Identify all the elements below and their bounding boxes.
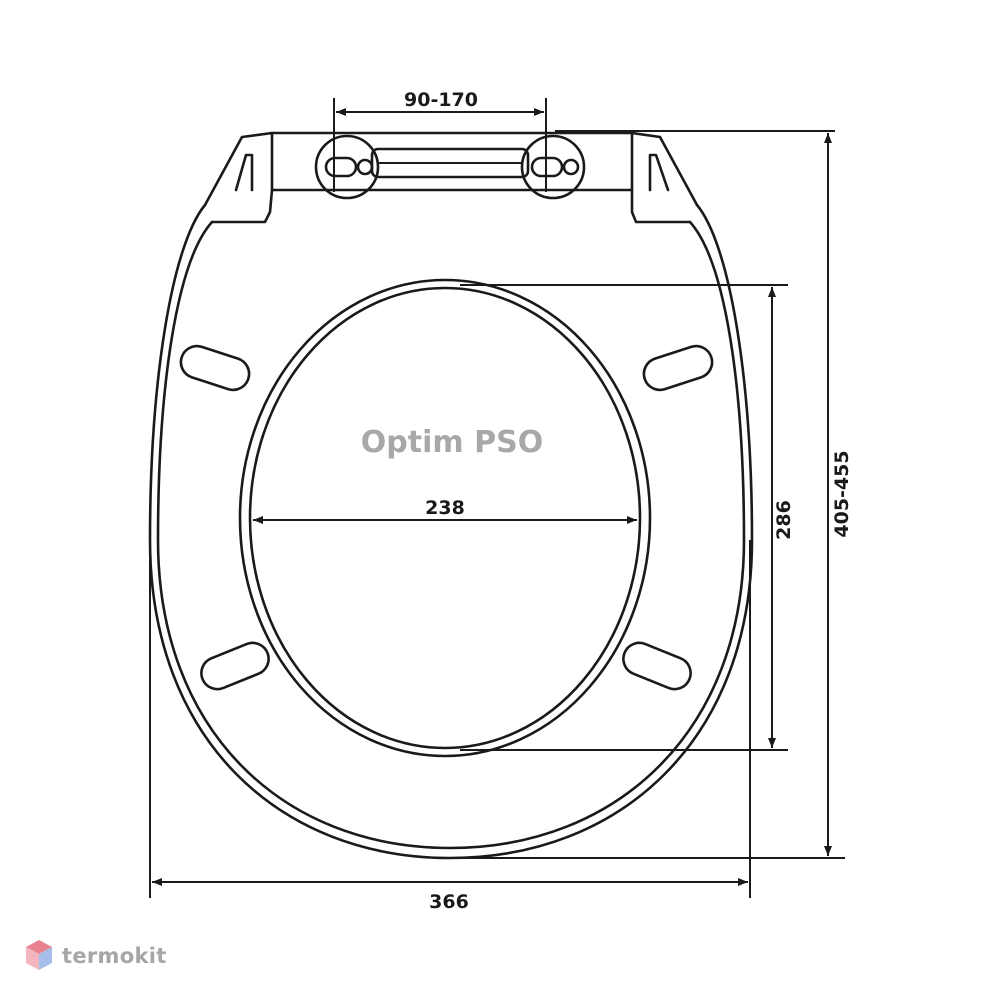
dimension-label-seat-width: 366 bbox=[429, 891, 469, 913]
dimension-label-seat-length: 405-455 bbox=[831, 450, 853, 537]
dimension-opening-width: 238 bbox=[253, 497, 637, 524]
brand-watermark: termokit bbox=[24, 936, 167, 976]
dimension-label-opening-width: 238 bbox=[425, 497, 465, 519]
seat-back-section bbox=[203, 131, 699, 224]
cube-logo-icon bbox=[26, 940, 52, 970]
dimension-seat-length: 405-455 bbox=[450, 130, 853, 859]
seat-opening-outer bbox=[238, 278, 652, 758]
bumper-pad-bottom-left bbox=[200, 641, 270, 691]
bumper-pad-top-left bbox=[179, 344, 251, 392]
dimension-hinge-spacing: 90-170 bbox=[333, 89, 547, 192]
model-label: Optim PSO bbox=[361, 425, 543, 460]
brand-name: termokit bbox=[62, 944, 167, 968]
bumper-pad-bottom-right bbox=[622, 641, 692, 691]
seat-opening-inner bbox=[248, 286, 642, 750]
dimension-label-opening-length: 286 bbox=[773, 500, 795, 540]
seat-inner-outline bbox=[156, 220, 746, 850]
bumper-pad-top-right bbox=[642, 344, 714, 392]
dimension-label-hinge-spacing: 90-170 bbox=[404, 89, 478, 111]
dimension-opening-length: 286 bbox=[460, 284, 795, 751]
dimension-seat-width: 366 bbox=[149, 540, 751, 913]
hinge-left bbox=[314, 134, 380, 200]
